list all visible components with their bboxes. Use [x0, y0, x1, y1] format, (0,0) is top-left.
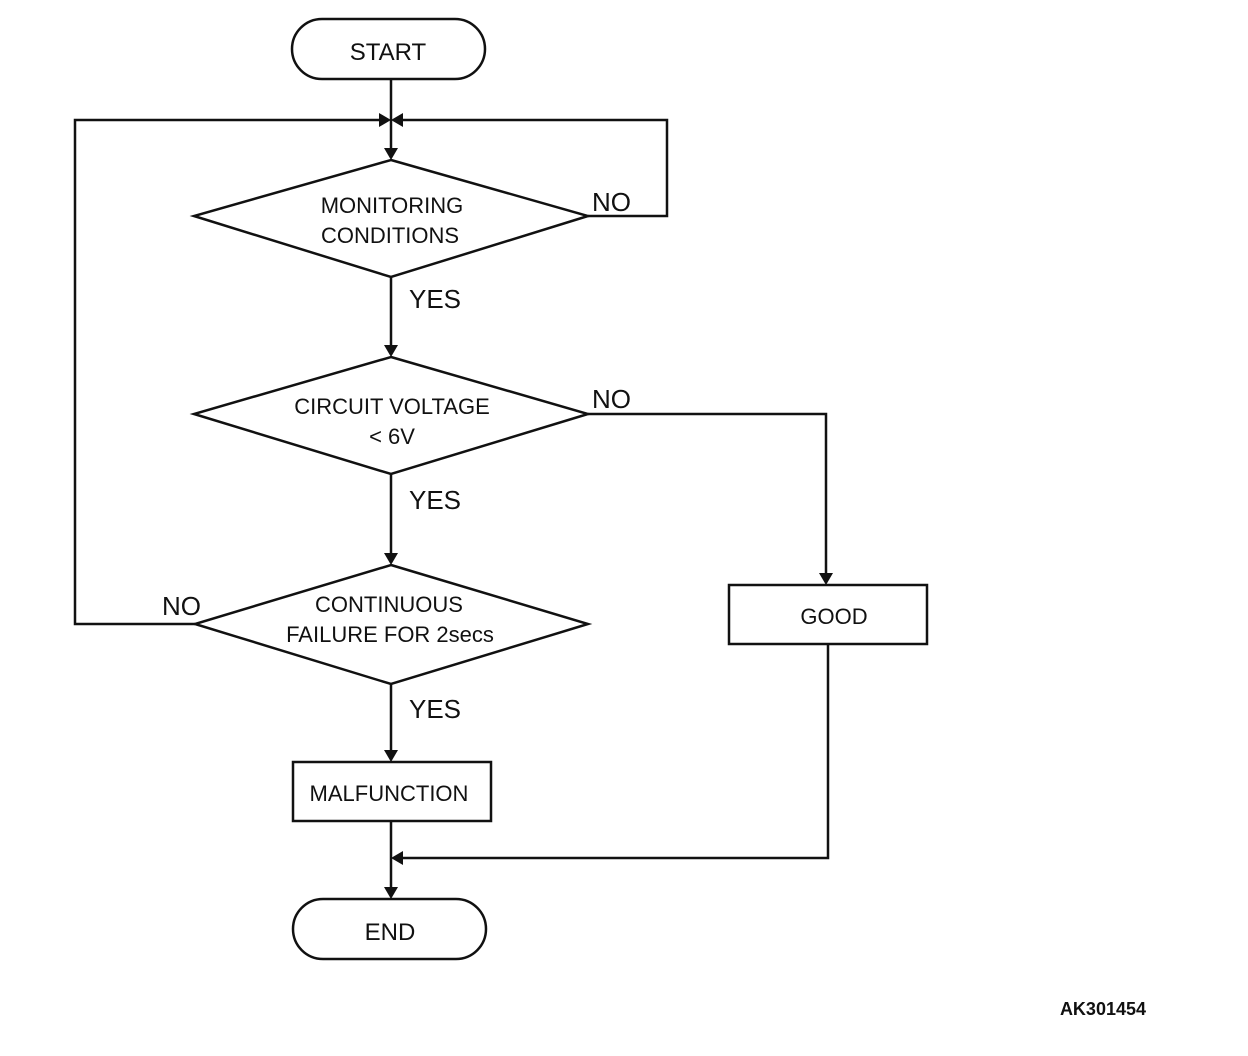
connector-continuous-no-loop: [73, 118, 380, 626]
edge-labels: NO YES NO YES NO YES: [162, 187, 631, 724]
continuous-label-line-2: FAILURE FOR 2secs: [286, 622, 494, 647]
continuous-failure-decision: CONTINUOUS FAILURE FOR 2secs: [190, 563, 593, 686]
arrowheads: [379, 113, 833, 899]
arrowhead-into-end: [384, 887, 398, 899]
circuit-voltage-decision: CIRCUIT VOLTAGE < 6V: [189, 355, 593, 476]
connector-good-to-end: [402, 645, 830, 860]
reference-code: AK301454: [1060, 999, 1146, 1019]
start-node: START: [290, 17, 487, 81]
monitoring-label-line-2: CONDITIONS: [321, 223, 459, 248]
connector-monitoring-no-loop: [402, 118, 669, 218]
arrowhead-into-voltage: [384, 345, 398, 357]
voltage-label-line-1: CIRCUIT VOLTAGE: [294, 394, 490, 419]
continuous-yes-label: YES: [409, 694, 461, 724]
monitoring-no-label: NO: [592, 187, 631, 217]
arrowhead-into-monitoring: [384, 148, 398, 160]
connectors: [73, 80, 830, 889]
arrowhead-into-continuous: [384, 553, 398, 565]
arrowhead-continuous-no-return: [379, 113, 391, 127]
continuous-no-label: NO: [162, 591, 201, 621]
monitoring-conditions-decision: MONITORING CONDITIONS: [189, 158, 593, 279]
good-node: GOOD: [727, 583, 929, 646]
connector-voltage-no-to-good: [588, 412, 828, 576]
continuous-label-line-1: CONTINUOUS: [315, 592, 463, 617]
voltage-no-label: NO: [592, 384, 631, 414]
arrowhead-into-good: [819, 573, 833, 585]
malfunction-node: MALFUNCTION: [291, 760, 493, 823]
arrowhead-good-return: [391, 851, 403, 865]
voltage-yes-label: YES: [409, 485, 461, 515]
arrowhead-monitoring-no-return: [391, 113, 403, 127]
start-label: START: [350, 39, 427, 66]
arrowhead-into-malfunction: [384, 750, 398, 762]
monitoring-label-line-1: MONITORING: [321, 193, 464, 218]
monitoring-yes-label: YES: [409, 284, 461, 314]
end-node: END: [291, 897, 488, 961]
voltage-label-line-2: < 6V: [369, 424, 415, 449]
good-label: GOOD: [800, 604, 867, 629]
malfunction-label: MALFUNCTION: [310, 781, 469, 806]
end-label: END: [365, 919, 416, 946]
